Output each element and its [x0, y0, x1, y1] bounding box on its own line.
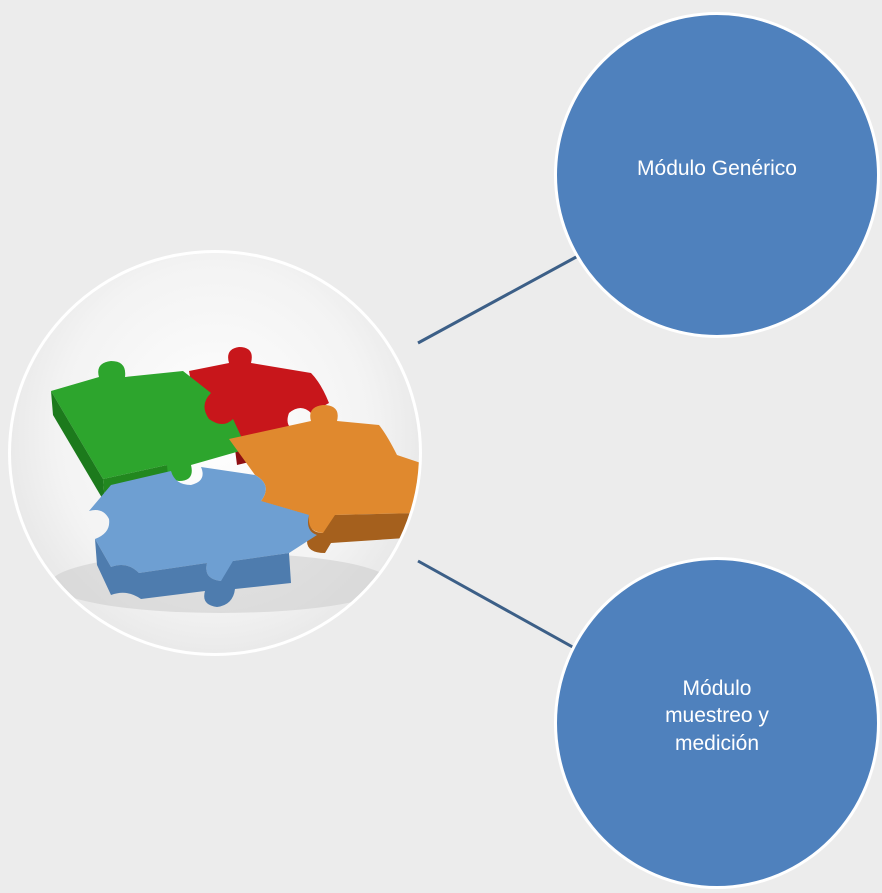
puzzle-hub-circle: [8, 250, 422, 656]
puzzle-piece-blue: [89, 467, 317, 581]
puzzle-piece-orange: [229, 405, 419, 533]
module-label-generico: Módulo Genérico: [637, 157, 797, 181]
module-node-generico: Módulo Genérico: [554, 12, 880, 338]
connector-line-generico: [417, 254, 579, 345]
module-label-muestreo: Módulo muestreo y medición: [665, 677, 769, 755]
connector-line-muestreo: [417, 559, 579, 652]
puzzle-piece-green: [51, 361, 247, 481]
module-node-muestreo: Módulo muestreo y medición: [554, 557, 880, 889]
puzzle-piece-red: [189, 347, 329, 449]
puzzle-pieces-icon: [51, 347, 419, 613]
